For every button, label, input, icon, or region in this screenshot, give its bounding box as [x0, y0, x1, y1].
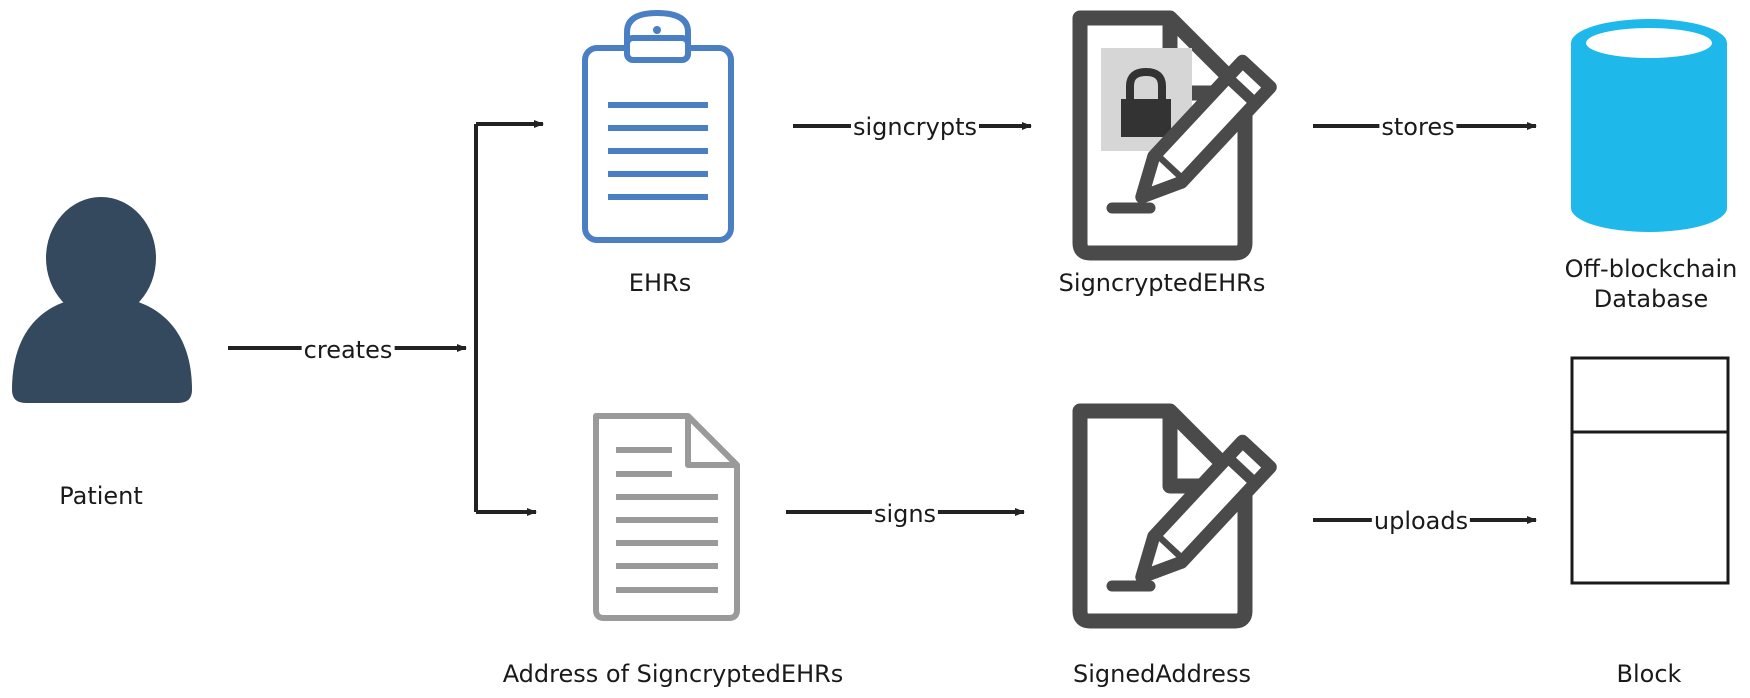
edge-label-uploads: uploads — [1371, 507, 1471, 535]
branch-connector — [474, 120, 544, 516]
user-silhouette-icon — [12, 197, 192, 403]
database-cylinder-icon — [1571, 19, 1727, 232]
edge-label-stores: stores — [1379, 113, 1457, 141]
signed-document-icon — [1072, 403, 1277, 629]
locked-signed-document-icon — [1072, 10, 1277, 261]
node-label-database: Off-blockchain Database — [1565, 254, 1738, 314]
node-label-address: Address of SigncryptedEHRs — [502, 660, 844, 688]
node-label-block: Block — [1616, 660, 1682, 688]
node-label-signcrypted: SigncryptedEHRs — [1058, 269, 1266, 297]
block-icon — [1570, 356, 1730, 585]
node-label-signed-address: SignedAddress — [1073, 660, 1251, 688]
node-label-ehrs: EHRs — [628, 269, 692, 297]
clipboard-icon — [582, 10, 734, 243]
node-label-database-line2: Database — [1593, 285, 1709, 313]
node-label-patient: Patient — [59, 482, 143, 510]
document-icon — [593, 413, 740, 621]
edge-label-signs: signs — [871, 500, 939, 528]
node-label-database-line1: Off-blockchain — [1564, 255, 1738, 283]
edge-label-signcrypts: signcrypts — [850, 113, 980, 141]
edge-label-creates: creates — [301, 336, 395, 364]
